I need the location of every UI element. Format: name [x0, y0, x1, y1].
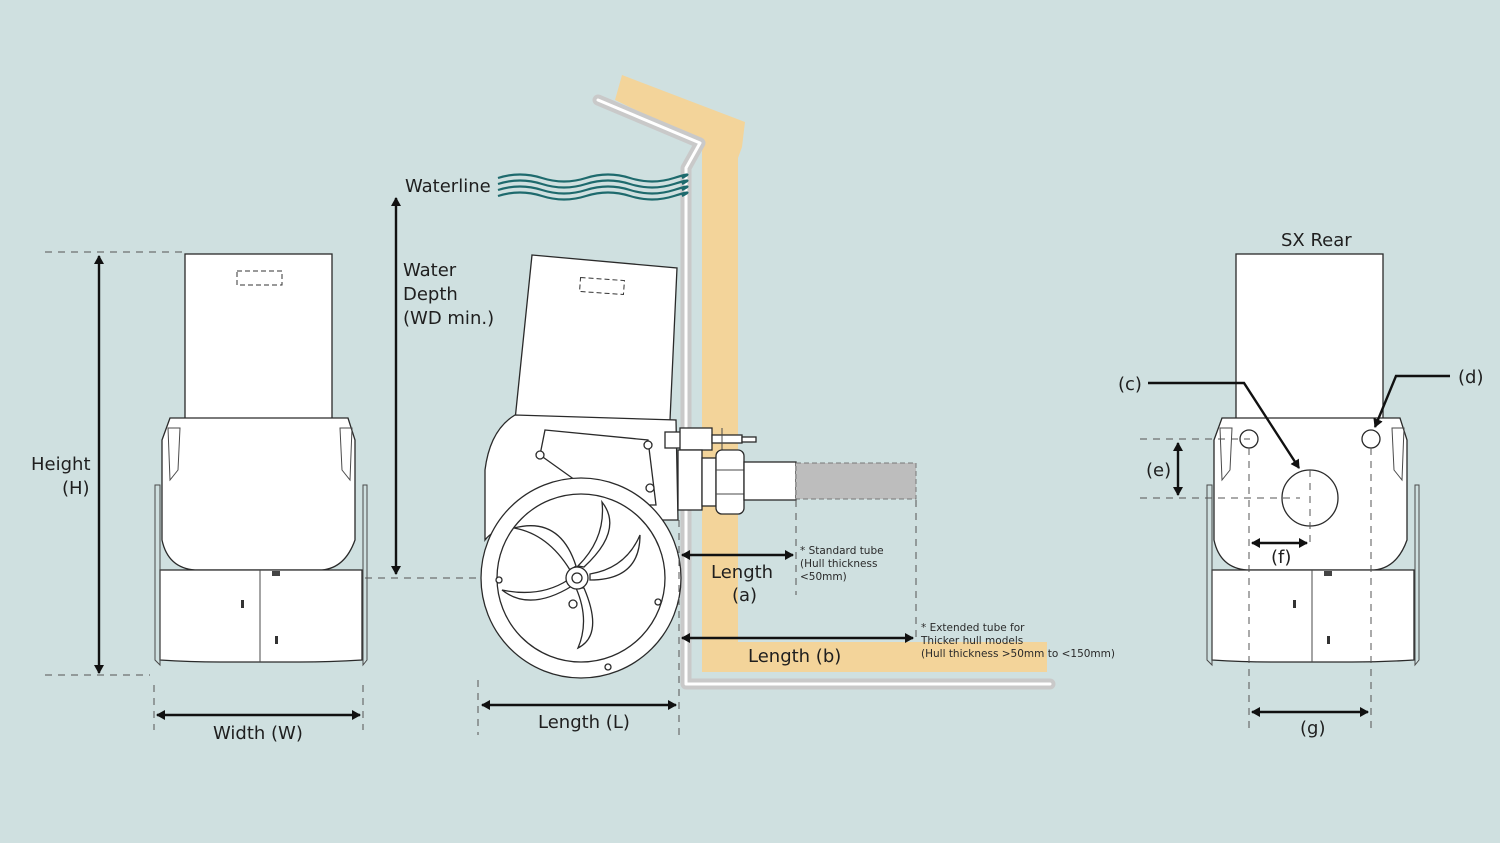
e-label: (e) [1146, 460, 1171, 481]
sx-rear-title: SX Rear [1281, 230, 1352, 251]
side-motor-housing [514, 254, 678, 421]
tube-standard [743, 461, 797, 501]
hull-section [592, 75, 1056, 690]
f-label: (f) [1271, 547, 1291, 568]
d-leader [1373, 374, 1450, 428]
extended-tube-note-line1: * Extended tube for [921, 622, 1025, 634]
tube-extension [796, 463, 916, 499]
g-label: (g) [1300, 718, 1325, 739]
front-bracket [161, 417, 356, 571]
side-label-plate [579, 276, 625, 296]
thru-hull-nut [715, 449, 745, 515]
extended-tube-note-line2: Thicker hull models [920, 635, 1023, 647]
waterline-icon [497, 173, 689, 201]
length-a-label-line2: (a) [732, 585, 757, 606]
front-view-thruster [154, 253, 368, 667]
rear-tunnel [1211, 569, 1415, 663]
d-label: (d) [1458, 367, 1483, 388]
extended-tube-note-line3: (Hull thickness >50mm to <150mm) [921, 648, 1115, 660]
cable-hole-right [1361, 429, 1381, 449]
propeller-icon [501, 499, 641, 650]
standard-tube-note-line3: <50mm) [800, 571, 847, 583]
water-depth-label-line1: Water [403, 260, 457, 281]
waterline-label: Waterline [405, 176, 491, 197]
side-view-thruster [480, 254, 917, 679]
front-label-plate [236, 270, 283, 286]
front-motor-housing [184, 253, 333, 423]
length-l-label: Length (L) [538, 712, 630, 733]
water-depth-label-line3: (WD min.) [403, 308, 494, 329]
water-depth-label-line2: Depth [403, 284, 458, 305]
width-label: Width (W) [213, 723, 303, 744]
hull-inner-line [596, 98, 1052, 686]
standard-tube-note-line1: * Standard tube [800, 545, 884, 557]
height-label-line2: (H) [62, 478, 90, 499]
standard-tube-note-line2: (Hull thickness [800, 558, 877, 570]
hull-shape [615, 75, 1047, 672]
c-leader [1148, 381, 1301, 469]
c-label: (c) [1118, 374, 1142, 395]
length-a-label-line1: Length [711, 562, 773, 583]
rear-motor-housing [1235, 253, 1384, 423]
length-b-label: Length (b) [748, 646, 841, 667]
height-label-line1: Height [31, 454, 91, 475]
front-tunnel [159, 569, 363, 663]
rear-view-thruster [1206, 253, 1420, 667]
